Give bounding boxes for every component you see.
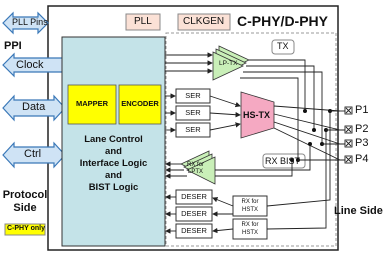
cphy-only-label: C-PHY only — [7, 225, 45, 232]
tx-tag — [271, 39, 295, 55]
rx-hstx-label-1: RX for HSTX — [241, 199, 259, 213]
deser-label-3: DESER — [181, 226, 207, 235]
ser-label-1: SER — [185, 91, 201, 100]
core-logic-block — [61, 36, 166, 247]
pll-pins-label: PLL Pins — [12, 17, 48, 27]
rx-bist-label: RX BIST — [265, 156, 301, 166]
rx-lptx-stack — [180, 150, 216, 185]
core-logic-label: Lane Control and Interface Logic and BIS… — [79, 134, 148, 193]
pin-label-p2: P2 — [355, 123, 369, 135]
clkgen-label: CLKGEN — [183, 16, 225, 27]
ser-label-2: SER — [185, 108, 201, 117]
lp-tx-stack — [212, 45, 250, 81]
ser-label-3: SER — [185, 125, 201, 134]
cphy-only-swatch — [4, 223, 46, 236]
tx-label: TX — [277, 41, 289, 51]
rx-hstx-label-2: RX for HSTX — [241, 222, 259, 236]
lp-tx-label: LP-TX — [219, 60, 238, 67]
output-pins — [298, 106, 353, 164]
pin-label-p3: P3 — [355, 137, 369, 149]
deser-label-2: DESER — [181, 209, 207, 218]
mapper-block — [67, 84, 117, 125]
data-label: Data — [22, 101, 46, 113]
ppi-label: PPI — [4, 40, 22, 52]
rx-bist-tag — [262, 153, 306, 169]
pin-label-p1: P1 — [355, 104, 369, 116]
protocol-side-label: Protocol Side — [2, 189, 48, 214]
hs-tx-label: HS-TX — [243, 110, 270, 120]
clock-label: Clock — [16, 59, 44, 71]
rx-lptx-label: RX for LPTX — [187, 162, 205, 175]
pll-pins-arrow — [2, 11, 49, 35]
ctrl-label: Ctrl — [24, 148, 42, 160]
clkgen-tag — [177, 13, 231, 31]
pll-label: PLL — [134, 16, 152, 27]
pin-label-p4: P4 — [355, 153, 369, 165]
deser-label-1: DESER — [181, 192, 207, 201]
encoder-label: ENCODER — [121, 99, 159, 108]
analog-region-outline — [165, 32, 337, 247]
mapper-label: MAPPER — [75, 99, 109, 108]
junction-dots — [290, 109, 332, 162]
page-title: C-PHY/D-PHY — [237, 13, 329, 29]
encoder-block — [118, 84, 162, 125]
line-side-label: Line Side — [334, 205, 383, 217]
pll-tag — [125, 13, 161, 31]
connection-wires — [165, 52, 341, 234]
hs-tx-block — [240, 91, 275, 139]
